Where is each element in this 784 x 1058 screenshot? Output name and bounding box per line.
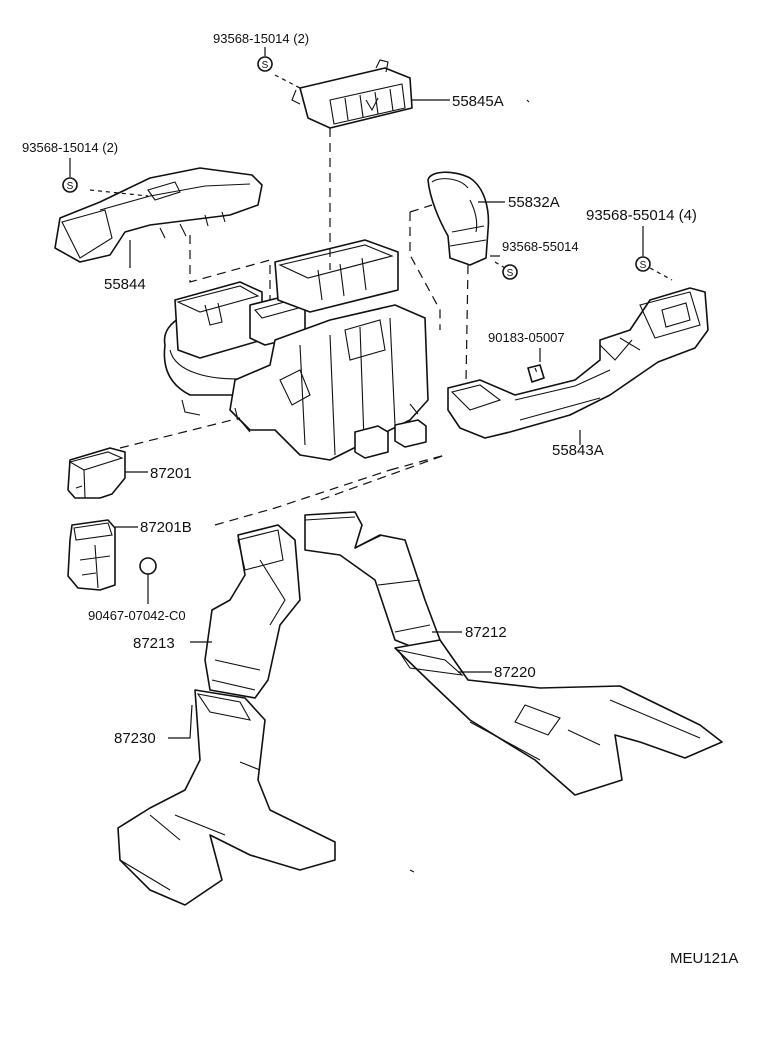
part-87201 bbox=[67, 447, 126, 499]
label-55832a: 55832A bbox=[508, 194, 560, 211]
label-87201b: 87201B bbox=[140, 519, 192, 536]
part-87213 bbox=[204, 524, 301, 699]
svg-text:S: S bbox=[640, 260, 647, 271]
screw-symbol-right: S bbox=[635, 256, 651, 272]
label-55844: 55844 bbox=[104, 276, 146, 293]
label-93568-15014-left: 93568-15014 (2) bbox=[22, 140, 118, 155]
clip-90183-05007 bbox=[527, 364, 545, 383]
label-87212: 87212 bbox=[465, 624, 507, 641]
label-90183-05007: 90183-05007 bbox=[488, 330, 565, 345]
plug-90467-07042-c0 bbox=[139, 557, 157, 575]
svg-text:S: S bbox=[262, 60, 269, 71]
diagram-code: MEU121A bbox=[670, 950, 738, 967]
label-55843a: 55843A bbox=[552, 442, 604, 459]
label-87230: 87230 bbox=[114, 730, 156, 747]
part-55845a bbox=[291, 59, 413, 129]
part-87230 bbox=[117, 689, 336, 906]
label-93568-55014-4: 93568-55014 (4) bbox=[586, 207, 697, 224]
part-87220 bbox=[394, 639, 723, 796]
screw-symbol-top: S bbox=[257, 56, 273, 72]
label-93568-15014-top: 93568-15014 (2) bbox=[213, 31, 309, 46]
label-87201: 87201 bbox=[150, 465, 192, 482]
part-55844 bbox=[54, 167, 263, 263]
connector-lines bbox=[89, 74, 673, 526]
label-55845a: 55845A bbox=[452, 93, 504, 110]
label-93568-55014: 93568-55014 bbox=[502, 239, 579, 254]
label-87213: 87213 bbox=[133, 635, 175, 652]
label-90467-07042-c0: 90467-07042-C0 bbox=[88, 608, 186, 623]
svg-text:S: S bbox=[507, 268, 514, 279]
screw-symbol-left: S bbox=[62, 177, 78, 193]
screw-symbol-55014: S bbox=[502, 264, 518, 280]
part-55843a bbox=[447, 287, 709, 439]
stray-mark bbox=[409, 99, 530, 873]
label-87220: 87220 bbox=[494, 664, 536, 681]
part-87201b bbox=[67, 519, 116, 591]
part-87212 bbox=[304, 511, 441, 651]
leader-lines bbox=[69, 47, 644, 739]
part-55832a bbox=[427, 171, 490, 266]
svg-text:S: S bbox=[67, 181, 74, 192]
heater-unit bbox=[163, 239, 429, 461]
